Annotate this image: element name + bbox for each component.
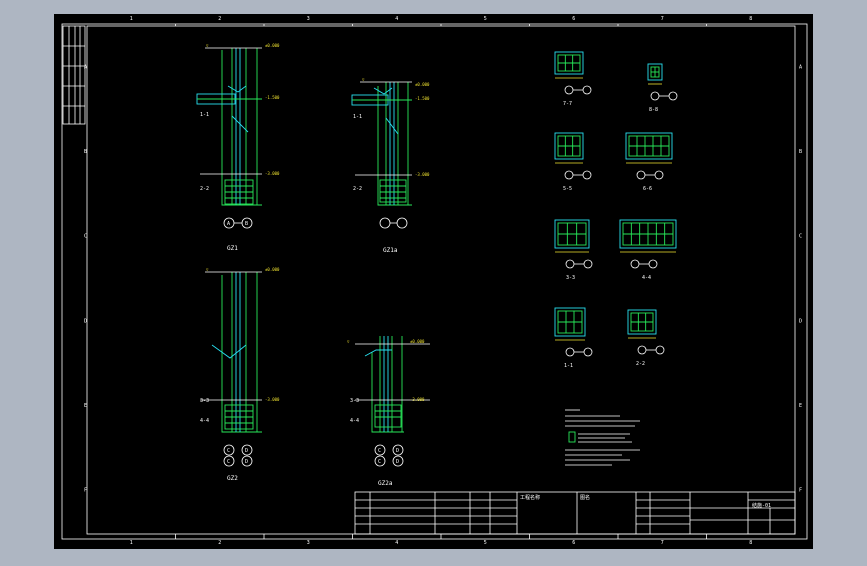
section-3-3: 3-3 bbox=[554, 219, 593, 281]
grid-tick-label: C bbox=[84, 234, 87, 240]
grid-tick-label: 5 bbox=[484, 16, 487, 22]
section-details: 7-7 8-8 5-5 6-6 3-3 4-4 1-1 2-2 bbox=[554, 51, 678, 369]
column-label: GZ2 bbox=[227, 475, 238, 482]
grid-tick-label: 8 bbox=[749, 16, 752, 22]
column-label: GZ1a bbox=[383, 247, 398, 254]
grid-tick-label: B bbox=[84, 149, 87, 155]
grid-tick-label: 4 bbox=[395, 540, 398, 546]
section-label: 4-4 bbox=[642, 275, 651, 281]
grid-tick-label: 6 bbox=[572, 540, 575, 546]
grid-tick-label: D bbox=[799, 318, 802, 324]
svg-text:1-1: 1-1 bbox=[353, 114, 362, 120]
axis-label: C bbox=[378, 448, 381, 454]
section-label: 2-2 bbox=[636, 361, 645, 367]
svg-text:▽: ▽ bbox=[206, 43, 209, 48]
svg-text:1-1: 1-1 bbox=[200, 112, 209, 118]
grid-tick-label: E bbox=[799, 403, 802, 409]
column-label: GZ2a bbox=[378, 480, 393, 487]
grid-tick-label: 2 bbox=[218, 540, 221, 546]
section-label: 1-1 bbox=[564, 363, 573, 369]
grid-tick-label: 3 bbox=[307, 540, 310, 546]
grid-tick-label: A bbox=[84, 64, 87, 70]
drawing-label: 图名 bbox=[580, 494, 590, 501]
grid-tick-label: 8 bbox=[749, 540, 752, 546]
svg-text:±0.000: ±0.000 bbox=[265, 43, 280, 48]
axis-label: C bbox=[378, 459, 381, 465]
title-block: 工程名称 图名 结施-01 bbox=[354, 491, 796, 535]
section-7-7: 7-7 bbox=[554, 51, 592, 107]
svg-text:3-3: 3-3 bbox=[200, 398, 209, 404]
grid-tick-label: 2 bbox=[218, 16, 221, 22]
axis-label: D bbox=[245, 448, 248, 454]
column-elevation-gz1a: ▽ ±0.000 -1.500 -3.000 1-1 2-2 GZ1a bbox=[351, 77, 430, 254]
svg-text:±0.000: ±0.000 bbox=[265, 267, 280, 272]
project-label: 工程名称 bbox=[520, 494, 540, 501]
section-label: 6-6 bbox=[643, 186, 652, 192]
section-label: 7-7 bbox=[563, 101, 572, 107]
grid-tick-label: C bbox=[799, 234, 802, 240]
revision-block bbox=[62, 25, 86, 125]
column-grid-ticks: 1 1 2 2 3 3 4 4 5 5 6 6 7 7 8 8 bbox=[130, 16, 753, 546]
grid-tick-label: 3 bbox=[307, 16, 310, 22]
svg-text:▽: ▽ bbox=[347, 339, 350, 344]
svg-text:▽: ▽ bbox=[362, 77, 365, 82]
svg-text:±0.000: ±0.000 bbox=[410, 339, 425, 344]
grid-tick-label: 7 bbox=[661, 16, 664, 22]
svg-text:±0.000: ±0.000 bbox=[415, 82, 430, 87]
axis-label: A bbox=[227, 221, 230, 227]
section-label: 3-3 bbox=[566, 275, 575, 281]
svg-text:4-4: 4-4 bbox=[200, 418, 209, 424]
svg-text:3-3: 3-3 bbox=[350, 398, 359, 404]
axis-label: D bbox=[245, 459, 248, 465]
grid-tick-label: 1 bbox=[130, 540, 133, 546]
svg-text:2-2: 2-2 bbox=[200, 186, 209, 192]
grid-tick-label: A bbox=[799, 64, 802, 70]
svg-text:▽: ▽ bbox=[206, 267, 209, 272]
axis-label: C bbox=[227, 459, 230, 465]
section-8-8: 8-8 bbox=[647, 63, 678, 113]
drawing-number: 结施-01 bbox=[752, 502, 771, 509]
svg-text:-3.000: -3.000 bbox=[265, 397, 280, 402]
axis-label: D bbox=[396, 448, 399, 454]
grid-tick-label: D bbox=[84, 318, 87, 324]
svg-text:-3.000: -3.000 bbox=[410, 397, 425, 402]
svg-text:-3.000: -3.000 bbox=[265, 171, 280, 176]
column-elevation-gz2a: ▽ ±0.000 -3.000 3-3 4-4 C D C D GZ2a bbox=[347, 336, 430, 487]
grid-tick-label: 6 bbox=[572, 16, 575, 22]
grid-tick-label: 4 bbox=[395, 16, 398, 22]
grid-tick-label: 1 bbox=[130, 16, 133, 22]
axis-label: C bbox=[227, 448, 230, 454]
grid-tick-label: F bbox=[799, 488, 802, 494]
section-6-6: 6-6 bbox=[625, 132, 673, 192]
svg-text:2-2: 2-2 bbox=[353, 186, 362, 192]
svg-text:-3.000: -3.000 bbox=[415, 172, 430, 177]
svg-text:4-4: 4-4 bbox=[350, 418, 359, 424]
axis-label: B bbox=[245, 221, 248, 227]
section-5-5: 5-5 bbox=[554, 132, 592, 192]
section-label: 8-8 bbox=[649, 107, 658, 113]
grid-tick-label: B bbox=[799, 149, 802, 155]
drawing-sheet bbox=[54, 14, 813, 549]
svg-text:-1.500: -1.500 bbox=[265, 95, 280, 100]
section-label: 5-5 bbox=[563, 186, 572, 192]
column-label: GZ1 bbox=[227, 245, 238, 252]
grid-tick-label: 7 bbox=[661, 540, 664, 546]
grid-tick-label: 5 bbox=[484, 540, 487, 546]
axis-label: D bbox=[396, 459, 399, 465]
section-2-2: 2-2 bbox=[627, 309, 665, 367]
section-4-4: 4-4 bbox=[619, 219, 677, 281]
column-elevation-gz2: ▽ ±0.000 -3.000 3-3 4-4 C C D D GZ2 bbox=[200, 267, 280, 482]
column-elevation-gz1: ▽ ±0.000 -1.500 -3.000 1-1 2-2 A B GZ1 bbox=[196, 43, 280, 252]
general-notes bbox=[565, 409, 640, 466]
section-1-1: 1-1 bbox=[554, 307, 593, 369]
grid-tick-label: E bbox=[84, 403, 87, 409]
grid-tick-label: F bbox=[84, 488, 87, 494]
svg-text:-1.500: -1.500 bbox=[415, 96, 430, 101]
outer-frame bbox=[61, 23, 808, 540]
